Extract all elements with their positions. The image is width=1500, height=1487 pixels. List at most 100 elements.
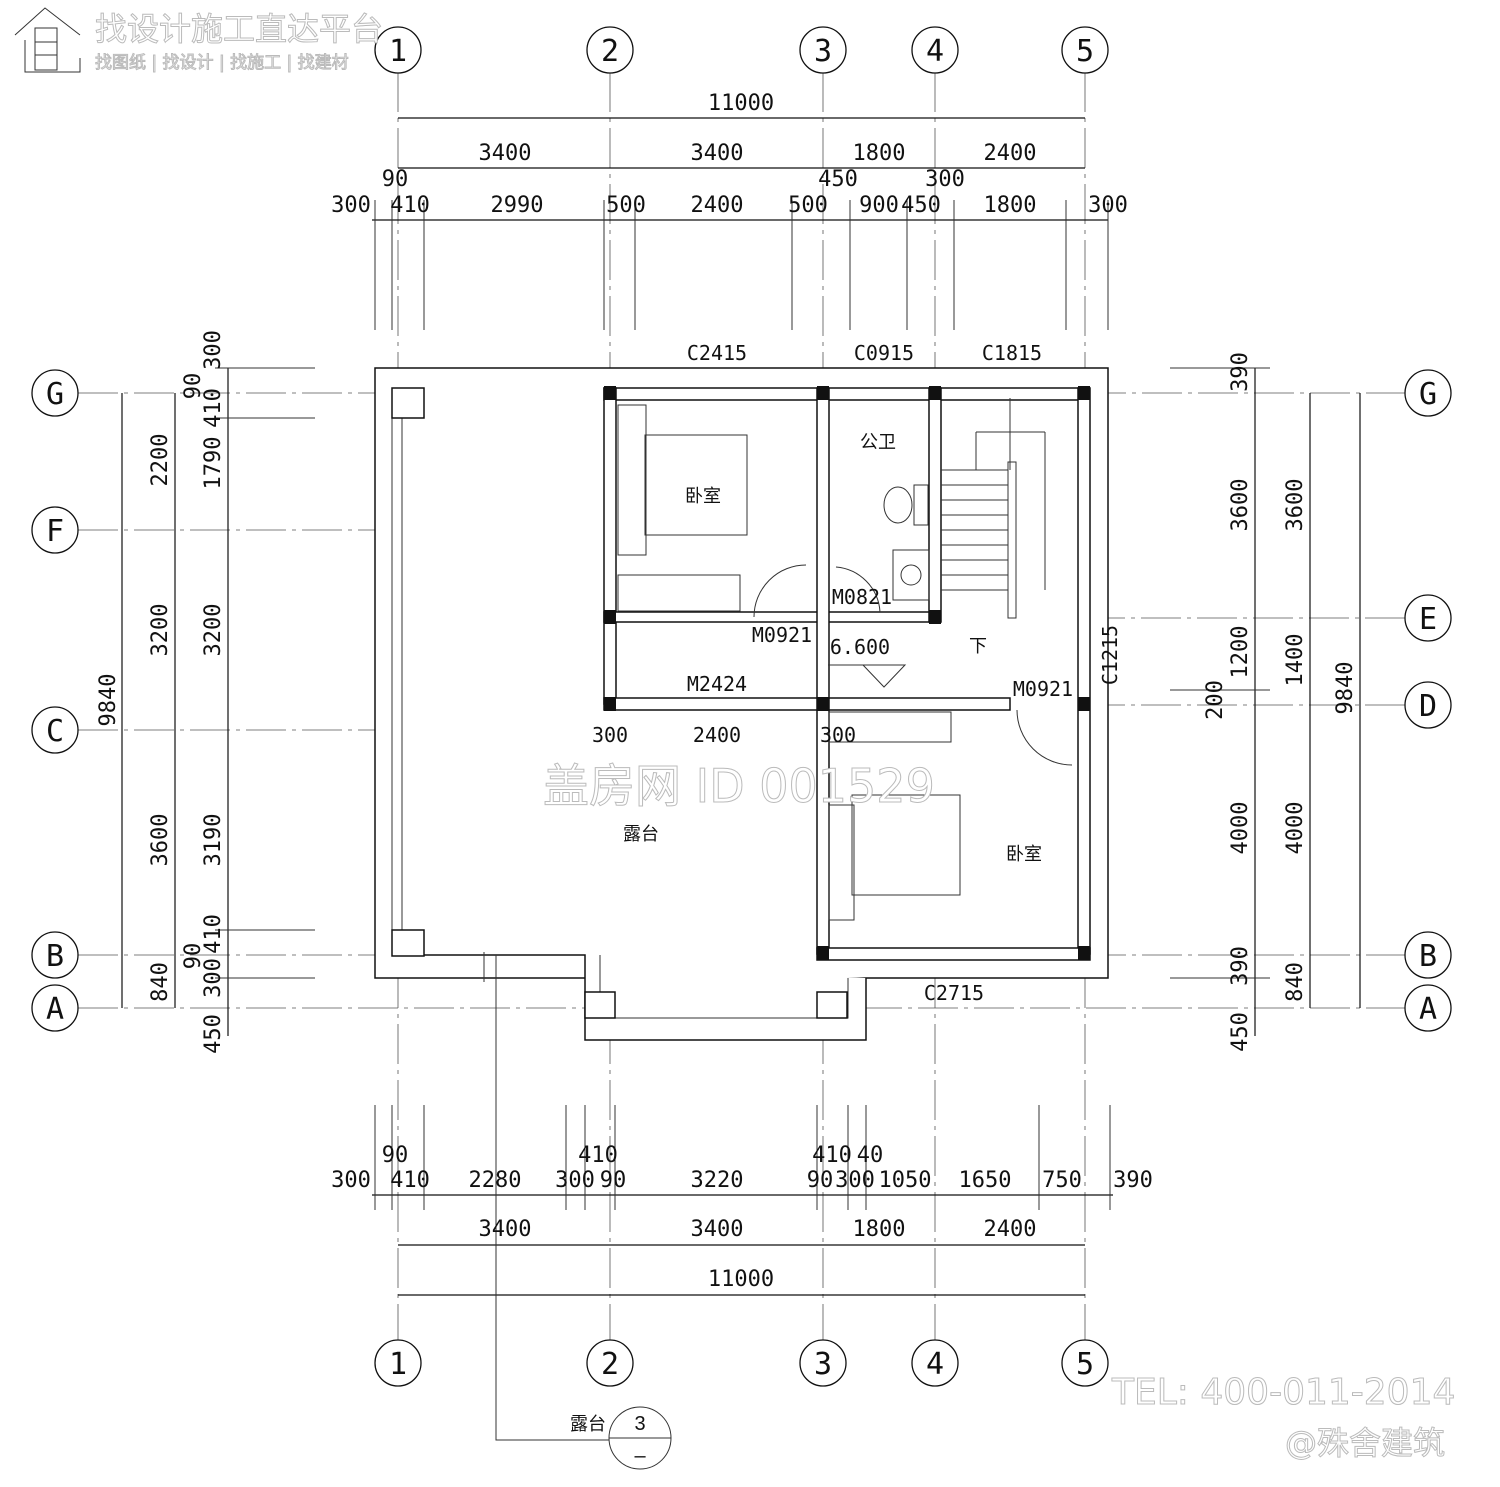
watermark-subtitle: 找图纸 | 找设计 | 找施工 | 找建材	[95, 53, 349, 73]
dim-text: 3400	[479, 1217, 532, 1242]
dim-text: 410	[201, 914, 226, 954]
toilet-icon	[883, 486, 913, 524]
dim-text: 1800	[853, 1217, 906, 1242]
dim-text: 1050	[879, 1168, 932, 1193]
dim-text: 2280	[469, 1168, 522, 1193]
dimension-lines	[121, 117, 1361, 1296]
dim-text: 90	[382, 1143, 409, 1168]
wardrobe-icon	[828, 711, 952, 743]
staircase	[941, 398, 1046, 619]
dim-text: 1400	[1283, 634, 1308, 687]
dim-text: 4000	[1228, 802, 1253, 855]
axis-label-B: B	[46, 939, 64, 974]
dim-text: 2990	[491, 193, 544, 218]
dim-text: 40	[857, 1143, 884, 1168]
watermarks: 找设计施工直达平台 找图纸 | 找设计 | 找施工 | 找建材 盖房网 ID 0…	[14, 7, 1456, 1463]
dim-text: 300	[201, 958, 226, 998]
watermark-id: 盖房网 ID 001529	[543, 759, 935, 813]
sink-icon	[892, 549, 930, 601]
right-dimensions: 390 3600 1200 200 4000 390 450 3600 1400…	[1203, 352, 1358, 1052]
dim-text: 11000	[708, 91, 774, 116]
dim-text: 1650	[959, 1168, 1012, 1193]
axis-label-G: G	[46, 377, 64, 412]
dim-text: 1800	[853, 141, 906, 166]
axis-label-F: F	[46, 514, 64, 549]
dim-text: 390	[1228, 946, 1253, 986]
axis-label-A: A	[1419, 992, 1437, 1027]
dim-text: 1800	[984, 193, 1037, 218]
dim-text: 410	[578, 1143, 618, 1168]
axis-label-A: A	[46, 992, 64, 1027]
dim-text: 410	[201, 388, 226, 428]
dim-text: 90	[600, 1168, 627, 1193]
window-label: C2415	[687, 341, 747, 365]
door-label: M0921	[1013, 677, 1073, 701]
axis-label-G: G	[1419, 377, 1437, 412]
window-label: C1815	[982, 341, 1042, 365]
wardrobe-icon	[617, 574, 741, 612]
dim-text: 2400	[691, 193, 744, 218]
door-swing	[1016, 709, 1073, 766]
dim-text: 450	[201, 1014, 226, 1054]
window-label: C0915	[854, 341, 914, 365]
dim-text: 3220	[691, 1168, 744, 1193]
room-label-bedroom: 卧室	[1006, 844, 1042, 865]
door-label: M0821	[832, 585, 892, 609]
axis-label-2: 2	[601, 34, 619, 69]
bottom-dimensions: 300 90 410 2280 300 410 90 3220 90 410 4…	[331, 1143, 1153, 1292]
watermark-title: 找设计施工直达平台	[95, 10, 383, 48]
dim-text: 300	[1088, 193, 1128, 218]
callout-sheet: –	[634, 1445, 646, 1467]
dim-text: 2200	[148, 434, 173, 487]
dim-text: 410	[812, 1143, 852, 1168]
dim-text: 1790	[201, 437, 226, 490]
dim-text: 90	[181, 943, 206, 970]
dim-text: 3200	[201, 604, 226, 657]
dim-text: 300	[555, 1168, 595, 1193]
top-dimensions: 11000 3400 3400 1800 2400 300 90 410 299…	[331, 91, 1128, 218]
bed-icon	[644, 434, 748, 536]
room-label-bathroom: 公卫	[860, 432, 896, 453]
axis-label-C: C	[46, 714, 64, 749]
dim-text: 90	[807, 1168, 834, 1193]
axis-bubbles: 1 2 3 4 5 1 2 3 4 5 G F C B A G E D B A	[31, 26, 1452, 1387]
axis-label-4: 4	[926, 34, 944, 69]
walls	[374, 367, 1109, 1470]
window-label: C2715	[924, 981, 984, 1005]
dim-text: 2400	[984, 141, 1037, 166]
watermark-brand: @殊舍建筑	[1285, 1424, 1445, 1462]
dim-text: 3600	[148, 814, 173, 867]
stair-down-label: 下	[969, 636, 987, 657]
room-labels: 卧室 公卫 卧室 露台 下 露台 3 –	[570, 432, 1042, 1467]
axis-label-1: 1	[389, 1347, 407, 1382]
dim-text: 900	[859, 193, 899, 218]
dim-text: 3200	[148, 604, 173, 657]
dim-text: 300	[925, 167, 965, 192]
house-logo-icon	[14, 7, 81, 73]
inner-dim-text: 300	[592, 723, 628, 747]
north-wall	[603, 387, 1086, 401]
axis-label-5: 5	[1076, 1347, 1094, 1382]
dim-text: 410	[390, 193, 430, 218]
dim-text: 11000	[708, 1267, 774, 1292]
axis-label-2: 2	[601, 1347, 619, 1382]
dim-text: 450	[1228, 1012, 1253, 1052]
dim-text: 750	[1042, 1168, 1082, 1193]
dim-text: 90	[181, 373, 206, 400]
dim-text: 9840	[1333, 662, 1358, 715]
axis-label-5: 5	[1076, 34, 1094, 69]
room-label-terrace: 露台	[623, 824, 659, 845]
dim-text: 3600	[1283, 479, 1308, 532]
dim-text: 2400	[984, 1217, 1037, 1242]
dim-text: 300	[835, 1168, 875, 1193]
dim-text: 3600	[1228, 479, 1253, 532]
dim-text: 300	[201, 330, 226, 370]
dim-text: 3400	[479, 141, 532, 166]
dim-text: 390	[1228, 352, 1253, 392]
callout-number: 3	[634, 1413, 645, 1435]
dim-text: 90	[382, 167, 409, 192]
bedroom1-west-wall	[603, 387, 617, 705]
left-dimensions: 9840 2200 3200 3600 840 300 90 410 1790 …	[96, 330, 226, 1054]
